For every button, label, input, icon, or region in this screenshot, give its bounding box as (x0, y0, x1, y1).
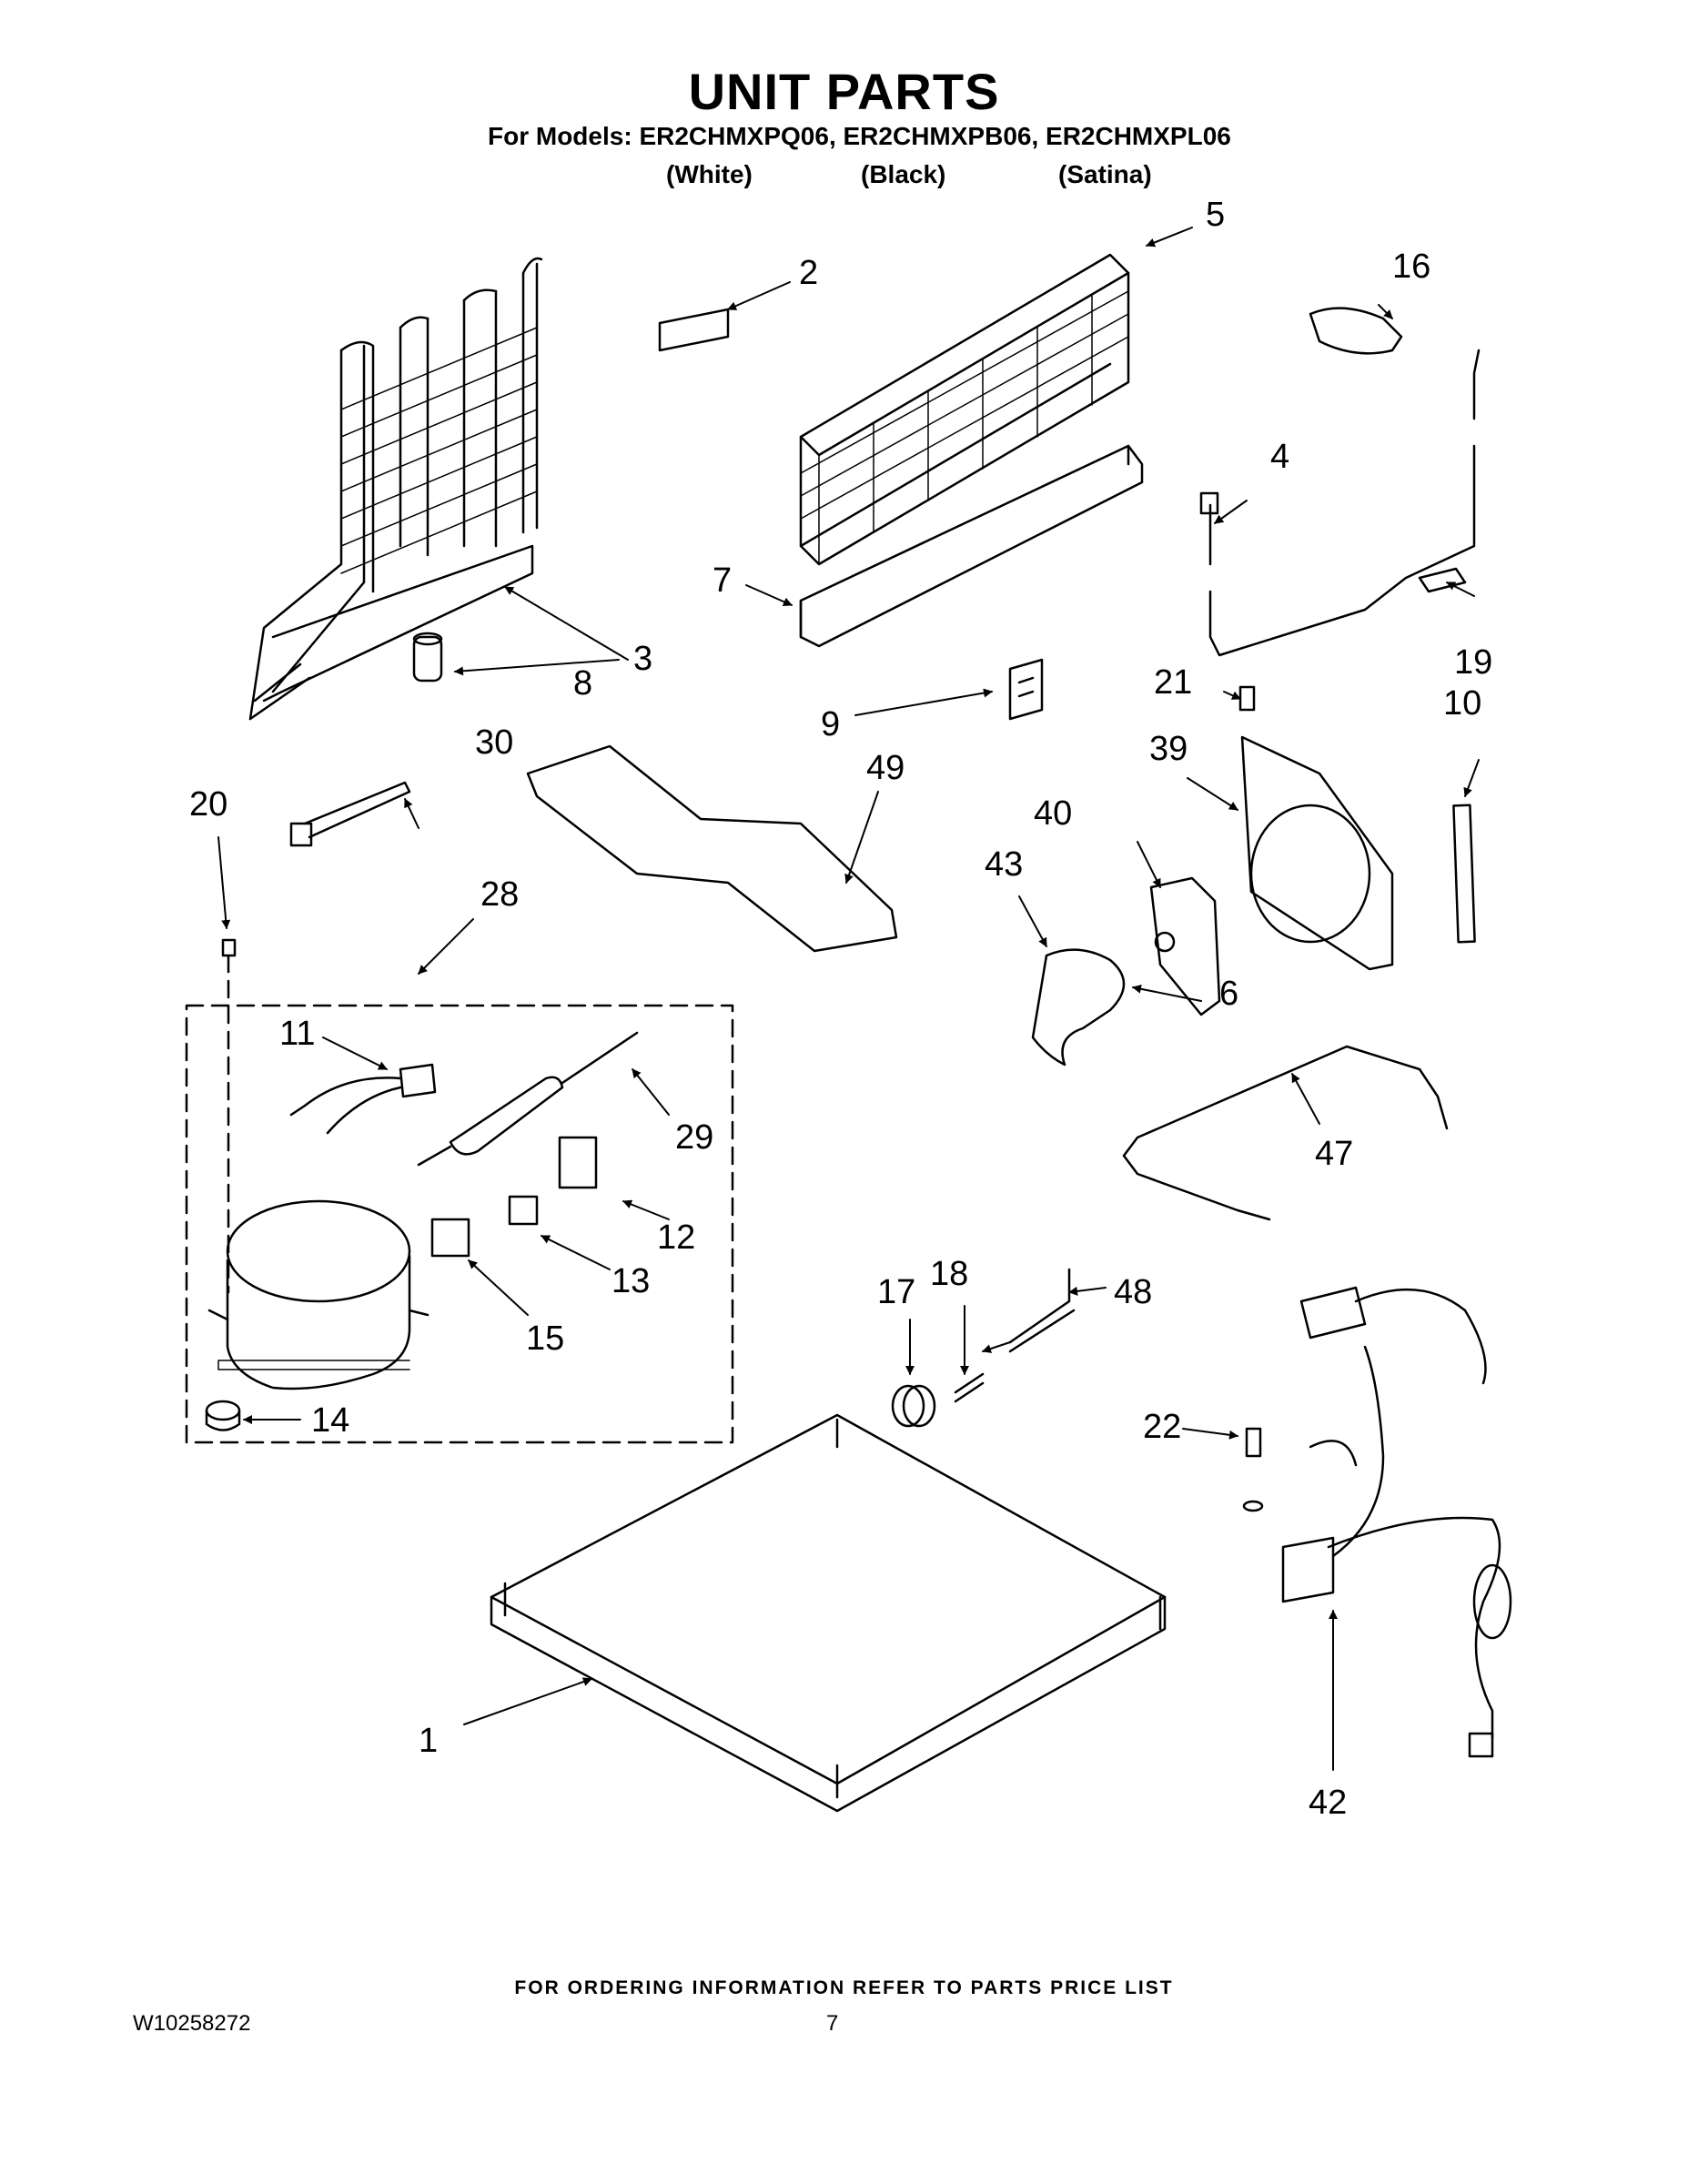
callout-15: 15 (526, 1320, 564, 1358)
callout-6: 6 (1219, 975, 1238, 1013)
part-8-cylinder (412, 632, 443, 682)
page-title: UNIT PARTS (688, 63, 1000, 120)
part-10-strip (1452, 804, 1476, 944)
callout-4: 4 (1270, 438, 1289, 476)
evaporator (799, 253, 1130, 566)
callout-1: 1 (419, 1722, 438, 1760)
ordering-note: FOR ORDERING INFORMATION REFER TO PARTS … (514, 1977, 1174, 1998)
callout-17: 17 (877, 1273, 915, 1311)
part-13-overload (508, 1195, 539, 1226)
part-47-tube (1122, 1045, 1449, 1221)
callout-13: 13 (612, 1262, 650, 1300)
part-14-grommet (205, 1400, 241, 1431)
callout-49: 49 (866, 749, 905, 787)
callout-14: 14 (311, 1401, 349, 1440)
part-18-axle (954, 1372, 985, 1403)
part-48-tube (1008, 1268, 1076, 1353)
callout-47: 47 (1315, 1135, 1353, 1173)
part-20-screw (221, 938, 237, 1294)
part-29-filter-drier (417, 1031, 639, 1167)
condenser-coil (248, 257, 543, 721)
callout-21: 21 (1154, 663, 1192, 702)
callout-30: 30 (475, 723, 513, 762)
page-number: 7 (826, 2011, 839, 2036)
callout-16: 16 (1392, 248, 1430, 286)
callout-40: 40 (1034, 794, 1072, 833)
callout-11: 11 (279, 1015, 315, 1053)
callout-labels: 1 2 3 4 5 6 7 8 9 10 11 12 13 14 15 16 1… (189, 196, 1492, 1822)
part-30-cable-tie (289, 781, 411, 847)
part-7-trough (799, 444, 1144, 648)
callout-2: 2 (799, 254, 818, 292)
callout-48: 48 (1114, 1273, 1152, 1311)
models-line: For Models: ER2CHMXPQ06, ER2CHMXPB06, ER… (488, 122, 1231, 150)
sensor-wire (1199, 349, 1481, 657)
callout-19: 19 (1454, 643, 1492, 682)
part-16-pad (1309, 307, 1403, 355)
part-39-fan-shroud (1240, 735, 1394, 971)
color-black: (Black) (861, 160, 946, 188)
callout-20: 20 (189, 785, 227, 824)
part-15-cover (430, 1218, 470, 1258)
callout-29: 29 (675, 1118, 713, 1157)
callout-18: 18 (930, 1255, 968, 1293)
part-2-pad (658, 308, 730, 352)
callout-28: 28 (480, 875, 519, 914)
callout-42: 42 (1309, 1784, 1347, 1822)
part-9-bracket (1008, 658, 1044, 721)
part-22-screw (1242, 1427, 1264, 1512)
callout-7: 7 (713, 561, 732, 600)
part-1-base-frame (490, 1413, 1167, 1813)
callout-9: 9 (821, 705, 840, 743)
leader-lines (217, 227, 1480, 1771)
callout-22: 22 (1143, 1408, 1181, 1446)
part-11-connector (289, 1063, 437, 1135)
part-42-wiring-harness (1281, 1286, 1512, 1758)
color-satina: (Satina) (1058, 160, 1152, 188)
part-40-fan-motor (1149, 876, 1221, 1016)
part-28-group-box (185, 1004, 734, 1444)
callout-5: 5 (1206, 196, 1225, 234)
document-number: W10258272 (133, 2011, 251, 2036)
part-17-roller (891, 1384, 936, 1428)
part-43-fan-blade (1031, 948, 1126, 1067)
callout-8: 8 (573, 664, 592, 703)
part-12-relay (558, 1136, 598, 1189)
color-white: (White) (666, 160, 753, 188)
callout-3: 3 (633, 640, 652, 678)
callout-43: 43 (985, 845, 1023, 884)
part-21-screw (1238, 685, 1256, 712)
callout-12: 12 (657, 1218, 695, 1257)
part-19-clip (1418, 567, 1467, 593)
compressor (207, 1199, 430, 1390)
callout-39: 39 (1149, 730, 1188, 768)
part-49-drain-pan (526, 744, 898, 953)
callout-10: 10 (1443, 684, 1481, 723)
